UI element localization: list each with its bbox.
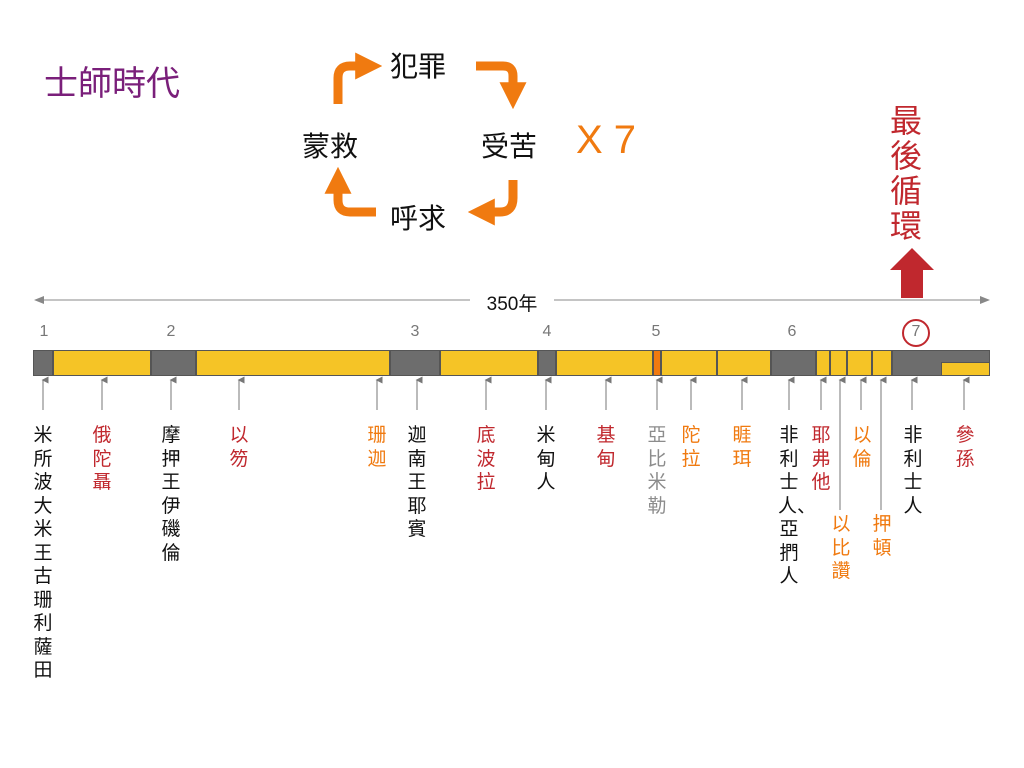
judge-name: 參孫 <box>955 424 975 470</box>
judge-name: 摩押王伊磯倫 <box>161 424 181 564</box>
judge-name: 底波拉 <box>476 424 496 493</box>
cycle-sin-label: 犯罪 <box>390 50 447 83</box>
judge-name: 以比讚 <box>831 513 851 582</box>
page-title: 士師時代 <box>44 64 180 104</box>
judge-label: 米所波大米王古珊利薩田 <box>32 424 54 683</box>
judge-name: 迦南王耶賓 <box>407 424 427 540</box>
judge-label: 以笏 <box>228 424 250 471</box>
judge-name: 陀拉 <box>681 424 701 470</box>
judge-name: 睚珥 <box>732 424 752 470</box>
judge-label: 參孫 <box>954 424 976 471</box>
timeline-rest-segment <box>556 350 653 376</box>
arrow-top-to-right <box>476 61 527 110</box>
judge-label: 非利士人、亞捫人 <box>778 424 817 589</box>
judge-name: 基甸 <box>596 424 616 470</box>
timeline-rest-segment <box>661 350 717 376</box>
period-number: 4 <box>542 323 552 340</box>
cycle-cry-label: 呼求 <box>390 202 447 235</box>
timeline-oppression-segment <box>390 350 440 376</box>
judge-label: 俄陀聶 <box>91 424 113 495</box>
judge-name: 以倫 <box>852 424 872 470</box>
judge-label: 摩押王伊磯倫 <box>160 424 182 565</box>
arrow-bottom-to-left <box>324 166 376 217</box>
arrow-left-to-top <box>333 52 383 104</box>
judge-label: 非利士人 <box>902 424 924 518</box>
timeline-rest-segment <box>847 350 872 376</box>
timeline-oppression-segment <box>538 350 556 376</box>
final-cycle-arrow <box>890 248 934 298</box>
period-number: 2 <box>166 323 176 340</box>
judge-label: 耶弗他 <box>810 424 832 495</box>
judge-name: 珊迦 <box>367 424 387 470</box>
judge-label: 珊迦 <box>366 424 388 471</box>
judge-label: 基甸 <box>595 424 617 471</box>
judge-label: 陀拉 <box>680 424 702 471</box>
cycle-repeat-count: X 7 <box>576 118 637 162</box>
timeline-samson-segment <box>941 362 990 376</box>
period-number: 6 <box>787 323 797 340</box>
period-7-circle <box>902 319 930 347</box>
judge-name: 非利士人、亞捫人 <box>778 424 817 587</box>
timeline-rest-segment <box>53 350 151 376</box>
timeline-pointer-arrows <box>41 376 970 510</box>
timeline-rest-segment <box>196 350 390 376</box>
judge-name: 米所波大米王古珊利薩田 <box>33 424 53 681</box>
judge-label: 睚珥 <box>731 424 753 471</box>
judge-name: 米甸人 <box>536 424 556 493</box>
arrow-right-to-bottom <box>467 180 518 226</box>
judge-name: 非利士人 <box>903 424 923 517</box>
judge-name: 亞比米勒 <box>647 424 667 517</box>
judge-label: 亞比米勒 <box>646 424 668 518</box>
period-number: 7 <box>911 323 921 340</box>
timeline-span-label: 350年 <box>470 289 554 316</box>
timeline-rest-segment <box>440 350 538 376</box>
final-cycle-text: 最後循環 <box>889 102 922 245</box>
judge-name: 耶弗他 <box>811 424 831 493</box>
timeline-rest-segment <box>830 350 847 376</box>
judge-name: 以笏 <box>229 424 249 470</box>
timeline-oppression-segment <box>771 350 816 376</box>
judge-name: 押頓 <box>872 513 892 559</box>
judge-label: 以比讚 <box>830 513 852 584</box>
cycle-deliverance-label: 蒙救 <box>302 130 359 163</box>
final-cycle-label: 最後循環 <box>886 104 926 244</box>
judge-label: 底波拉 <box>475 424 497 495</box>
timeline-oppression-segment <box>151 350 196 376</box>
period-number: 1 <box>39 323 49 340</box>
timeline-rest-segment <box>816 350 830 376</box>
period-number: 3 <box>410 323 420 340</box>
judge-name: 俄陀聶 <box>92 424 112 493</box>
timeline-rest-segment <box>717 350 771 376</box>
timeline-rest-segment <box>872 350 892 376</box>
judge-label: 米甸人 <box>535 424 557 495</box>
judge-label: 迦南王耶賓 <box>406 424 428 542</box>
judge-label: 以倫 <box>851 424 873 471</box>
judge-label: 押頓 <box>871 513 893 560</box>
timeline-oppression-segment <box>33 350 53 376</box>
period-number: 5 <box>651 323 661 340</box>
timeline-abimelech-segment <box>653 350 661 376</box>
cycle-suffering-label: 受苦 <box>481 130 538 163</box>
cycle-arrows <box>324 52 934 298</box>
